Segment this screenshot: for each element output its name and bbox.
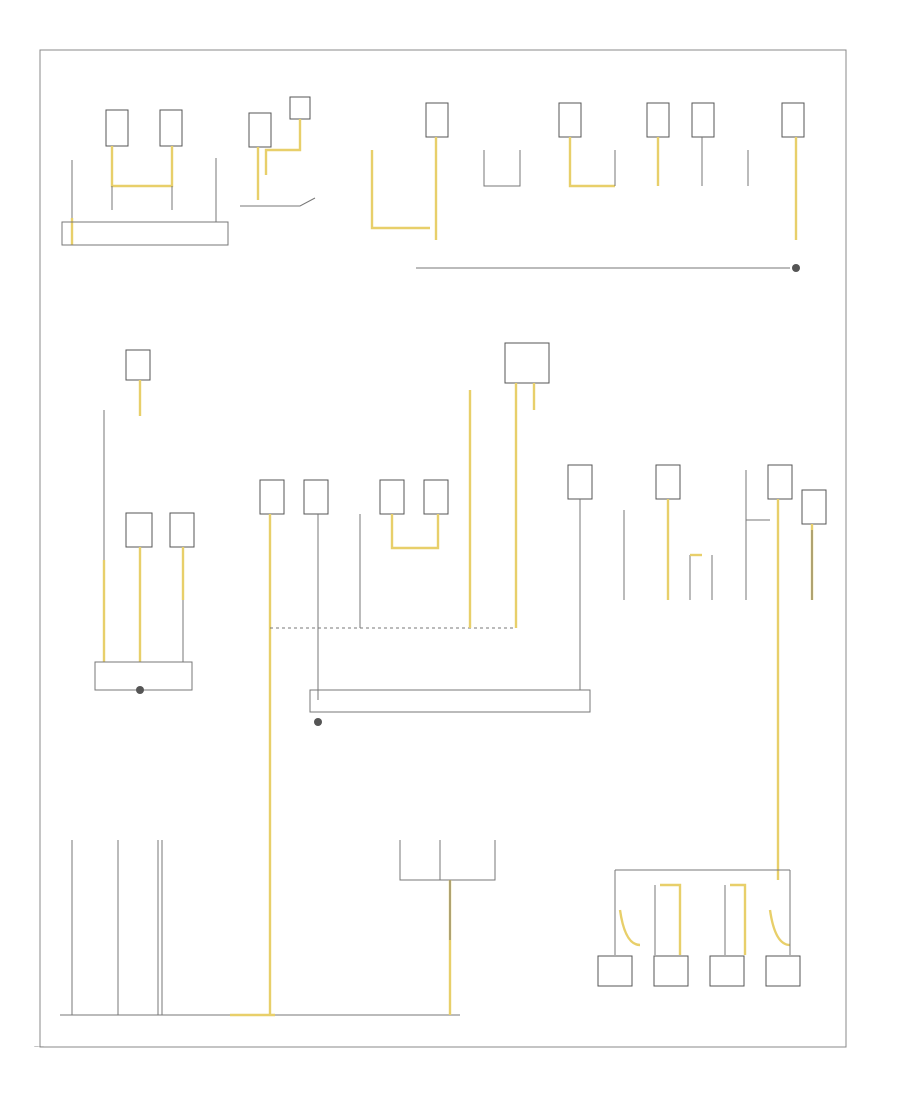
bottom-component-row <box>60 840 801 1017</box>
component-box <box>425 102 449 138</box>
component-box <box>125 512 153 548</box>
component-box <box>558 102 582 138</box>
component-box <box>597 955 633 987</box>
ground-point <box>792 264 800 272</box>
top-component-row <box>61 96 805 272</box>
ground-point <box>314 718 322 726</box>
component-box <box>379 479 405 515</box>
component-box <box>709 955 745 987</box>
component-box <box>653 955 689 987</box>
diagram-border <box>39 49 847 1048</box>
component-box <box>159 109 183 147</box>
ground-point <box>136 686 144 694</box>
component-box <box>655 464 681 500</box>
component-box <box>423 479 449 515</box>
component-box <box>765 955 801 987</box>
component-box <box>169 512 195 548</box>
component-box <box>105 109 129 147</box>
component-box <box>801 489 827 525</box>
component-box <box>504 342 550 384</box>
component-box <box>125 349 151 381</box>
component-box <box>259 479 285 515</box>
component-box <box>567 464 593 500</box>
component-box <box>767 464 793 500</box>
component-box <box>289 96 311 120</box>
middle-component-row <box>94 342 827 1015</box>
component-box <box>646 102 670 138</box>
component-box <box>248 112 272 148</box>
component-box <box>691 102 715 138</box>
component-box <box>303 479 329 515</box>
component-box <box>781 102 805 138</box>
footer-code: —— <box>34 1044 44 1050</box>
